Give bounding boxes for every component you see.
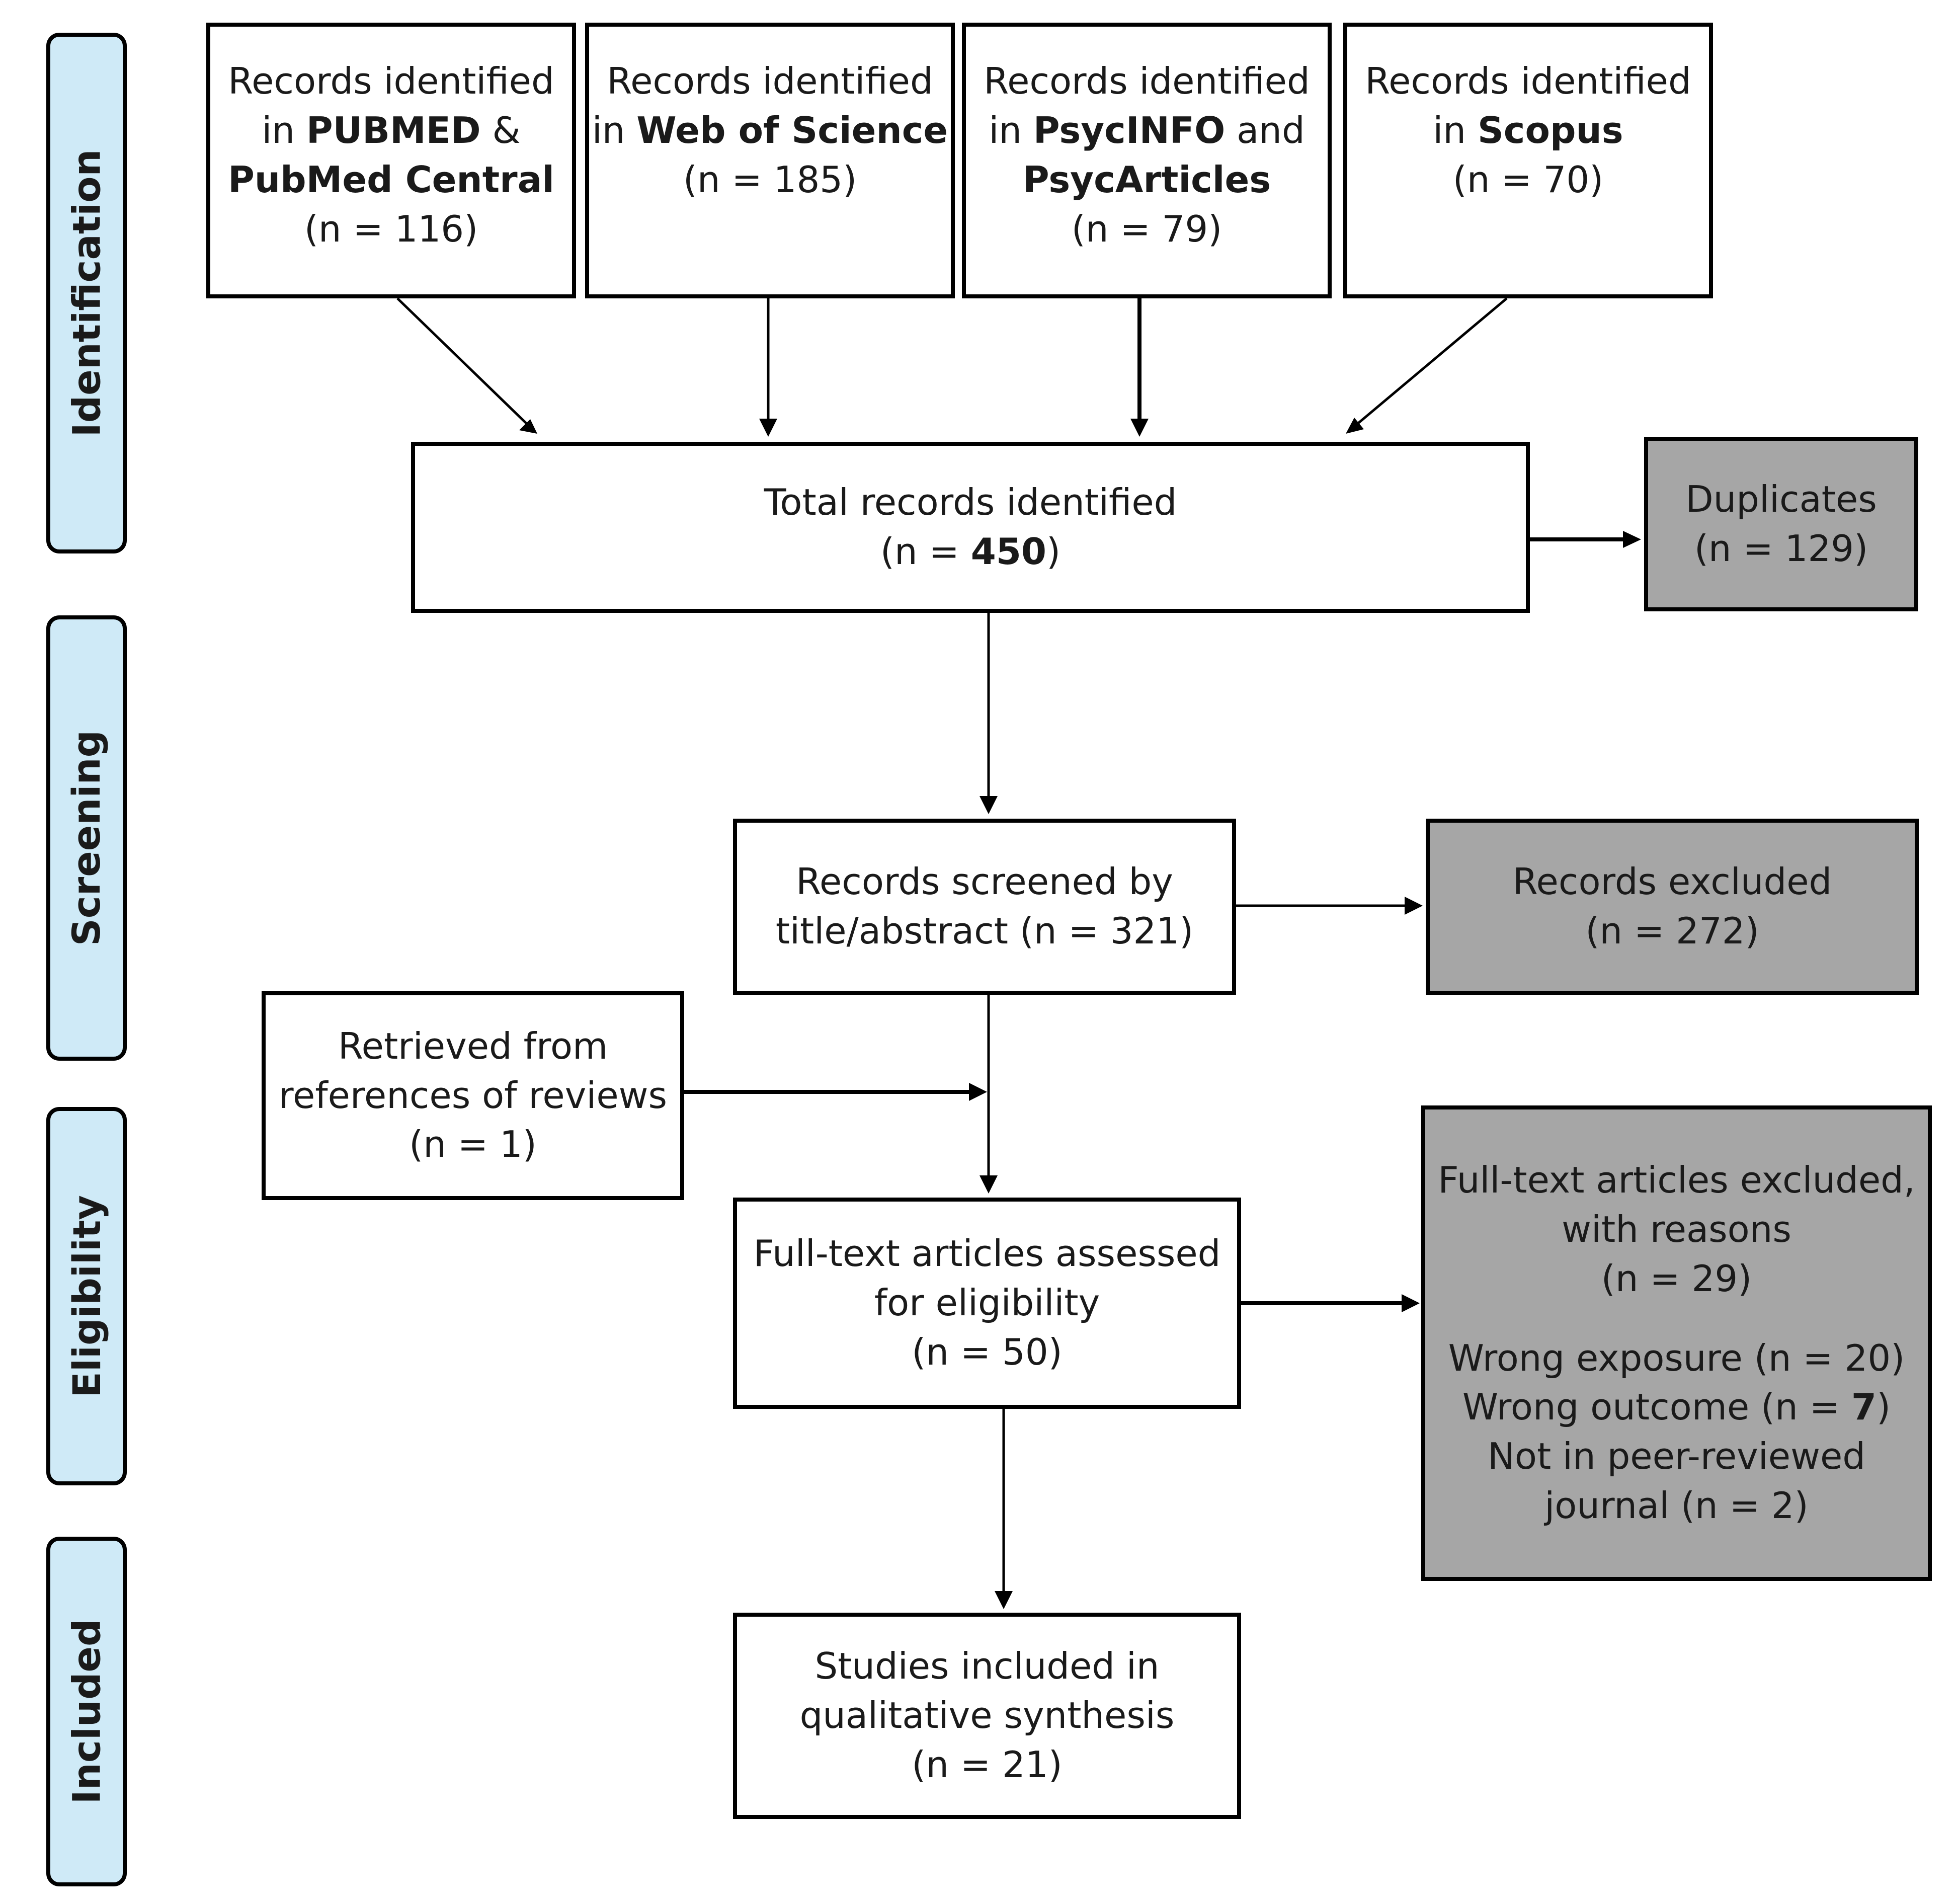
reason-wrong-exposure: Wrong exposure (n = 20) (1448, 1336, 1905, 1379)
records-excluded-box: Records excluded (n = 272) (1426, 819, 1919, 995)
reason-wrong-outcome-value: 7 (1851, 1386, 1877, 1429)
phase-screening: Screening (46, 615, 127, 1061)
fulltext-excluded-box: Full-text articles excluded, with reason… (1421, 1105, 1932, 1581)
duplicates-box: Duplicates (n = 129) (1644, 437, 1918, 611)
arrowhead-duplicates (1623, 531, 1641, 548)
arrowhead-fulltext-excluded (1402, 1294, 1420, 1312)
studies-included-line2: qualitative synthesis (799, 1694, 1175, 1737)
duplicates-count: (n = 129) (1694, 527, 1868, 570)
arrowhead-included (995, 1591, 1013, 1609)
records-excluded-count: (n = 272) (1585, 910, 1759, 952)
arrowhead-records-excluded (1405, 897, 1423, 915)
arrowhead-pubmed (519, 419, 537, 434)
total-records-label: Total records identified (764, 481, 1177, 524)
arrowhead-retrieved (969, 1083, 987, 1101)
source-pubmed-name-line: in PUBMED & (262, 109, 521, 151)
source-psyc-name1: PsycINFO (1033, 109, 1226, 151)
source-scopus-name: Scopus (1477, 109, 1623, 151)
total-records-box: Total records identified (n = 450) (411, 442, 1530, 613)
source-pubmed-prefix: Records identified (228, 60, 554, 102)
retrieved-line1: Retrieved from (338, 1024, 608, 1067)
source-psyc-prefix: Records identified (984, 60, 1310, 102)
arrowhead-wos (759, 419, 777, 437)
source-wos-name-line: in Web of Science (592, 109, 948, 151)
source-wos-prefix: Records identified (607, 60, 933, 102)
studies-included-box: Studies included in qualitative synthesi… (733, 1613, 1241, 1819)
fulltext-excluded-line2: with reasons (1562, 1208, 1791, 1250)
source-psyc-name2: PsycArticles (1022, 158, 1271, 201)
fulltext-excluded-count: (n = 29) (1601, 1257, 1752, 1300)
source-psyc-count: (n = 79) (1071, 207, 1222, 250)
studies-included-line1: Studies included in (814, 1645, 1160, 1688)
fulltext-assessed-line2: for eligibility (874, 1282, 1100, 1324)
retrieved-box: Retrieved from references of reviews (n … (262, 991, 684, 1200)
fulltext-assessed-line1: Full-text articles assessed (753, 1232, 1221, 1275)
source-wos-count: (n = 185) (683, 158, 857, 201)
arrowhead-fulltext (980, 1175, 998, 1194)
records-excluded-label: Records excluded (1512, 860, 1832, 903)
reason-wrong-outcome: Wrong outcome (n = 7) (1462, 1386, 1891, 1429)
source-scopus-count: (n = 70) (1452, 158, 1604, 201)
arrowhead-scopus (1346, 418, 1364, 434)
phase-eligibility: Eligibility (46, 1107, 127, 1485)
phase-identification: Identification (46, 33, 127, 553)
source-scopus-box: Records identified in Scopus (n = 70) (1343, 23, 1713, 298)
reason-not-peer-reviewed-line1: Not in peer-reviewed (1488, 1435, 1865, 1478)
records-screened-line2: title/abstract (n = 321) (775, 910, 1194, 952)
arrowhead-psyc (1130, 419, 1149, 437)
source-scopus-prefix: Records identified (1365, 60, 1691, 102)
total-records-count: (n = 450) (880, 530, 1061, 573)
records-screened-box: Records screened by title/abstract (n = … (733, 819, 1236, 995)
duplicates-label: Duplicates (1685, 478, 1877, 520)
source-wos-name: Web of Science (636, 109, 948, 151)
arrow-scopus-to-total (1355, 297, 1508, 426)
retrieved-count: (n = 1) (409, 1123, 537, 1166)
source-pubmed-name1: PUBMED (306, 109, 481, 151)
source-psyc-box: Records identified in PsycINFO and PsycA… (962, 23, 1332, 298)
source-pubmed-count: (n = 116) (304, 207, 478, 250)
source-pubmed-box: Records identified in PUBMED & PubMed Ce… (206, 23, 576, 298)
source-psyc-name-line: in PsycINFO and (989, 109, 1305, 151)
source-wos-box: Records identified in Web of Science (n … (585, 23, 955, 298)
source-pubmed-name2: PubMed Central (228, 158, 554, 201)
records-screened-line1: Records screened by (796, 860, 1173, 903)
fulltext-excluded-line1: Full-text articles excluded, (1438, 1158, 1915, 1201)
retrieved-line2: references of reviews (278, 1074, 668, 1117)
phase-included: Included (46, 1537, 127, 1886)
total-records-value: 450 (970, 530, 1047, 573)
arrow-pubmed-to-total (396, 297, 529, 426)
source-scopus-name-line: in Scopus (1433, 109, 1623, 151)
studies-included-count: (n = 21) (912, 1743, 1063, 1786)
arrowhead-screened (980, 796, 998, 814)
reason-not-peer-reviewed-line2: journal (n = 2) (1544, 1484, 1809, 1527)
fulltext-assessed-count: (n = 50) (912, 1330, 1063, 1373)
fulltext-assessed-box: Full-text articles assessed for eligibil… (733, 1198, 1241, 1409)
